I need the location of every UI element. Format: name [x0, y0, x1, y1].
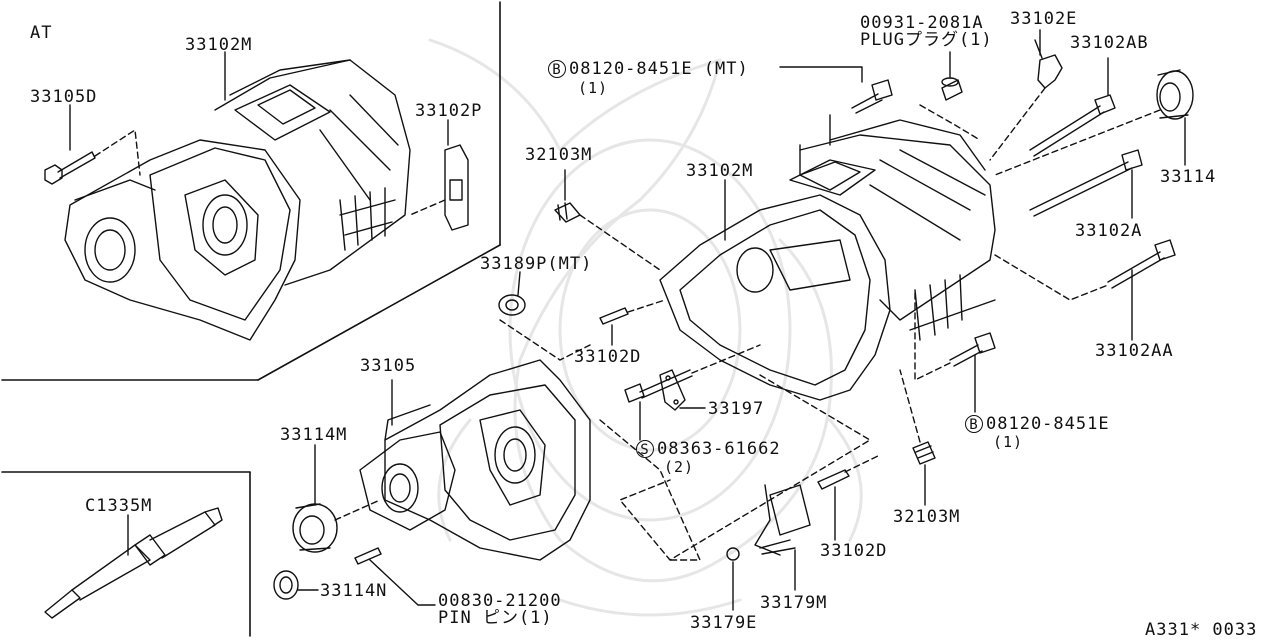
ring-33114n — [273, 570, 299, 600]
pin-00830 — [354, 547, 382, 565]
label-33102e: 33102E — [1010, 9, 1078, 29]
label-c1335m: C1335M — [85, 496, 153, 516]
label-00830: 00830-21200 — [438, 591, 562, 611]
label-33179e: 33179E — [690, 613, 758, 633]
label-33105: 33105 — [360, 356, 417, 376]
label-00931-sub: PLUGプラグ(1) — [860, 30, 993, 50]
label-33102aa: 33102AA — [1095, 341, 1174, 361]
plug-32103m-bottom — [899, 369, 936, 465]
sealant-frame-border — [1, 471, 251, 637]
label-32103m-top: 32103M — [525, 145, 593, 165]
plate-33102p — [409, 144, 469, 231]
at-section-label: AT — [30, 23, 53, 43]
label-00830-sub: PIN ピン(1) — [438, 608, 553, 628]
dowel-33102d-left — [599, 299, 666, 325]
label-33102ab: 33102AB — [1070, 33, 1149, 53]
seal-33114 — [1156, 69, 1194, 120]
seal-33114m — [292, 499, 381, 553]
label-08363-qty: (2) — [664, 458, 695, 476]
bracket-33197 — [659, 369, 686, 411]
mt-main-case — [659, 114, 996, 401]
label-33102d-right: 33102D — [820, 541, 888, 561]
screw-type-s-icon: S — [636, 440, 654, 458]
bolt-33105d — [44, 129, 141, 185]
bolt-33102ab — [1029, 94, 1116, 157]
leader-08120-mt — [779, 66, 863, 83]
label-08363-number: 08363-61662 — [657, 439, 781, 459]
label-33105d: 33105D — [30, 87, 98, 107]
elbow-33102e — [989, 39, 1063, 161]
at-frame-border — [1, 1, 501, 381]
guide-lower — [599, 419, 701, 561]
figure-code: A331* 0033 — [1145, 620, 1258, 640]
bolt-08120-mt — [851, 79, 893, 114]
dowel-33102d-right — [817, 454, 881, 490]
label-33114n: 33114N — [320, 581, 388, 601]
label-33197: 33197 — [708, 399, 765, 419]
label-33189p: 33189P(MT) — [480, 254, 593, 274]
clip-33179m — [754, 484, 811, 556]
label-33179m: 33179M — [760, 593, 828, 613]
leader-33189p — [517, 271, 521, 296]
oring-33179e — [726, 547, 740, 561]
bolt-type-b-icon-2: B — [965, 415, 983, 433]
case-33105 — [359, 359, 591, 561]
bolt-08363 — [624, 344, 761, 403]
label-33114: 33114 — [1160, 167, 1217, 187]
label-33102p: 33102P — [415, 101, 483, 121]
label-33102m-mt: 33102M — [686, 161, 754, 181]
at-transfer-case — [64, 59, 411, 341]
label-33102a: 33102A — [1075, 221, 1143, 241]
label-08120-qty: (1) — [993, 433, 1024, 451]
bolt-type-b-icon: B — [548, 60, 566, 78]
label-08120-mt-qty: (1) — [578, 79, 609, 97]
seal-33189p — [498, 294, 591, 361]
bolt-08120 — [914, 289, 996, 381]
bolt-33102aa — [994, 239, 1176, 301]
guide-33114 — [994, 109, 1161, 176]
plug-00931 — [919, 77, 981, 141]
bolt-33102a — [1029, 149, 1143, 217]
label-08120-mt-number: 08120-8451E (MT) — [569, 59, 749, 79]
leader-00830 — [369, 559, 436, 606]
label-33102d-left: 33102D — [574, 347, 642, 367]
label-33102m-at: 33102M — [185, 35, 253, 55]
plug-32103m-top — [554, 202, 661, 271]
label-00931: 00931-2081A — [860, 13, 984, 33]
label-08120-number: 08120-8451E — [986, 414, 1110, 434]
label-33114m: 33114M — [280, 425, 348, 445]
label-32103m-bot: 32103M — [893, 507, 961, 527]
sealant-tube-c1335m — [44, 507, 223, 619]
